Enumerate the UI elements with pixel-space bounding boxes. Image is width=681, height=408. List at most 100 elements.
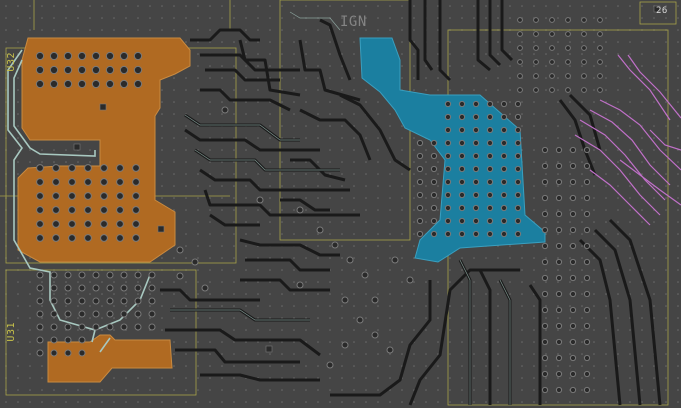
- via-icon: [533, 87, 539, 93]
- via-icon: [100, 206, 108, 214]
- via-icon: [50, 336, 58, 344]
- via-icon: [63, 79, 73, 89]
- via-icon: [583, 370, 591, 378]
- via-icon: [565, 59, 571, 65]
- via-icon: [581, 17, 587, 23]
- via-icon: [472, 126, 480, 134]
- via-icon: [133, 51, 143, 61]
- via-icon: [68, 192, 76, 200]
- via-icon: [541, 178, 549, 186]
- via-icon: [549, 73, 555, 79]
- via-icon: [569, 242, 577, 250]
- via-icon: [77, 79, 87, 89]
- via-icon: [581, 87, 587, 93]
- copper-pour-teal[interactable]: [359, 37, 546, 263]
- via-icon: [500, 165, 508, 173]
- via-icon: [472, 113, 480, 121]
- via-icon: [64, 284, 72, 292]
- ign-label: IGN: [340, 14, 367, 30]
- via-icon: [517, 59, 523, 65]
- via-icon: [569, 338, 577, 346]
- via-icon: [500, 178, 508, 186]
- via-icon: [514, 178, 522, 186]
- via-icon: [430, 204, 438, 212]
- via-icon: [597, 31, 603, 37]
- via-icon: [356, 316, 364, 324]
- via-icon: [52, 220, 60, 228]
- via-icon: [514, 139, 522, 147]
- via-icon: [120, 284, 128, 292]
- via-icon: [514, 191, 522, 199]
- via-icon: [148, 297, 156, 305]
- via-icon: [106, 323, 114, 331]
- via-icon: [36, 220, 44, 228]
- via-icon: [416, 139, 424, 147]
- purple-trace-group: [574, 54, 681, 226]
- via-icon: [458, 204, 466, 212]
- via-icon: [416, 217, 424, 225]
- via-icon: [134, 297, 142, 305]
- via-icon: [555, 210, 563, 218]
- ref-u31-label: U31: [6, 322, 17, 342]
- via-icon: [68, 164, 76, 172]
- via-icon: [486, 100, 494, 108]
- via-icon: [472, 230, 480, 238]
- via-icon: [541, 338, 549, 346]
- via-icon: [583, 242, 591, 250]
- via-icon: [500, 204, 508, 212]
- via-icon: [555, 306, 563, 314]
- via-icon: [416, 204, 424, 212]
- via-icon: [91, 79, 101, 89]
- via-icon: [50, 297, 58, 305]
- via-icon: [78, 297, 86, 305]
- trace-bundle-lower: [160, 238, 520, 406]
- via-icon: [92, 271, 100, 279]
- via-icon: [52, 206, 60, 214]
- via-icon: [361, 271, 369, 279]
- via-icon: [84, 234, 92, 242]
- via-icon: [517, 45, 523, 51]
- copper-pour-orange[interactable]: [17, 37, 191, 383]
- via-icon: [78, 336, 86, 344]
- via-icon: [64, 297, 72, 305]
- via-icon: [116, 234, 124, 242]
- via-icon: [371, 331, 379, 339]
- via-icon: [119, 79, 129, 89]
- via-icon: [84, 192, 92, 200]
- via-icon: [50, 349, 58, 357]
- via-icon: [119, 51, 129, 61]
- via-icon: [52, 164, 60, 172]
- via-icon: [458, 152, 466, 160]
- via-icon: [201, 284, 209, 292]
- via-icon: [116, 178, 124, 186]
- ground-loop-outline: [7, 49, 151, 353]
- via-icon: [569, 290, 577, 298]
- via-icon: [500, 152, 508, 160]
- via-icon: [486, 126, 494, 134]
- via-icon: [514, 126, 522, 134]
- via-icon: [430, 152, 438, 160]
- via-icon: [133, 65, 143, 75]
- via-icon: [472, 217, 480, 225]
- via-icon: [430, 191, 438, 199]
- via-icon: [583, 338, 591, 346]
- via-icon: [569, 258, 577, 266]
- via-icon: [52, 178, 60, 186]
- corner-label: 26: [656, 6, 668, 16]
- via-icon: [132, 234, 140, 242]
- via-icon: [84, 164, 92, 172]
- via-icon: [549, 59, 555, 65]
- square-pad-icon: [73, 143, 81, 151]
- via-icon: [486, 113, 494, 121]
- via-icon: [541, 386, 549, 394]
- via-icon: [78, 271, 86, 279]
- via-icon: [120, 310, 128, 318]
- via-icon: [78, 284, 86, 292]
- via-icon: [106, 297, 114, 305]
- via-icon: [555, 146, 563, 154]
- via-icon: [68, 220, 76, 228]
- via-icon: [116, 220, 124, 228]
- via-icon: [486, 217, 494, 225]
